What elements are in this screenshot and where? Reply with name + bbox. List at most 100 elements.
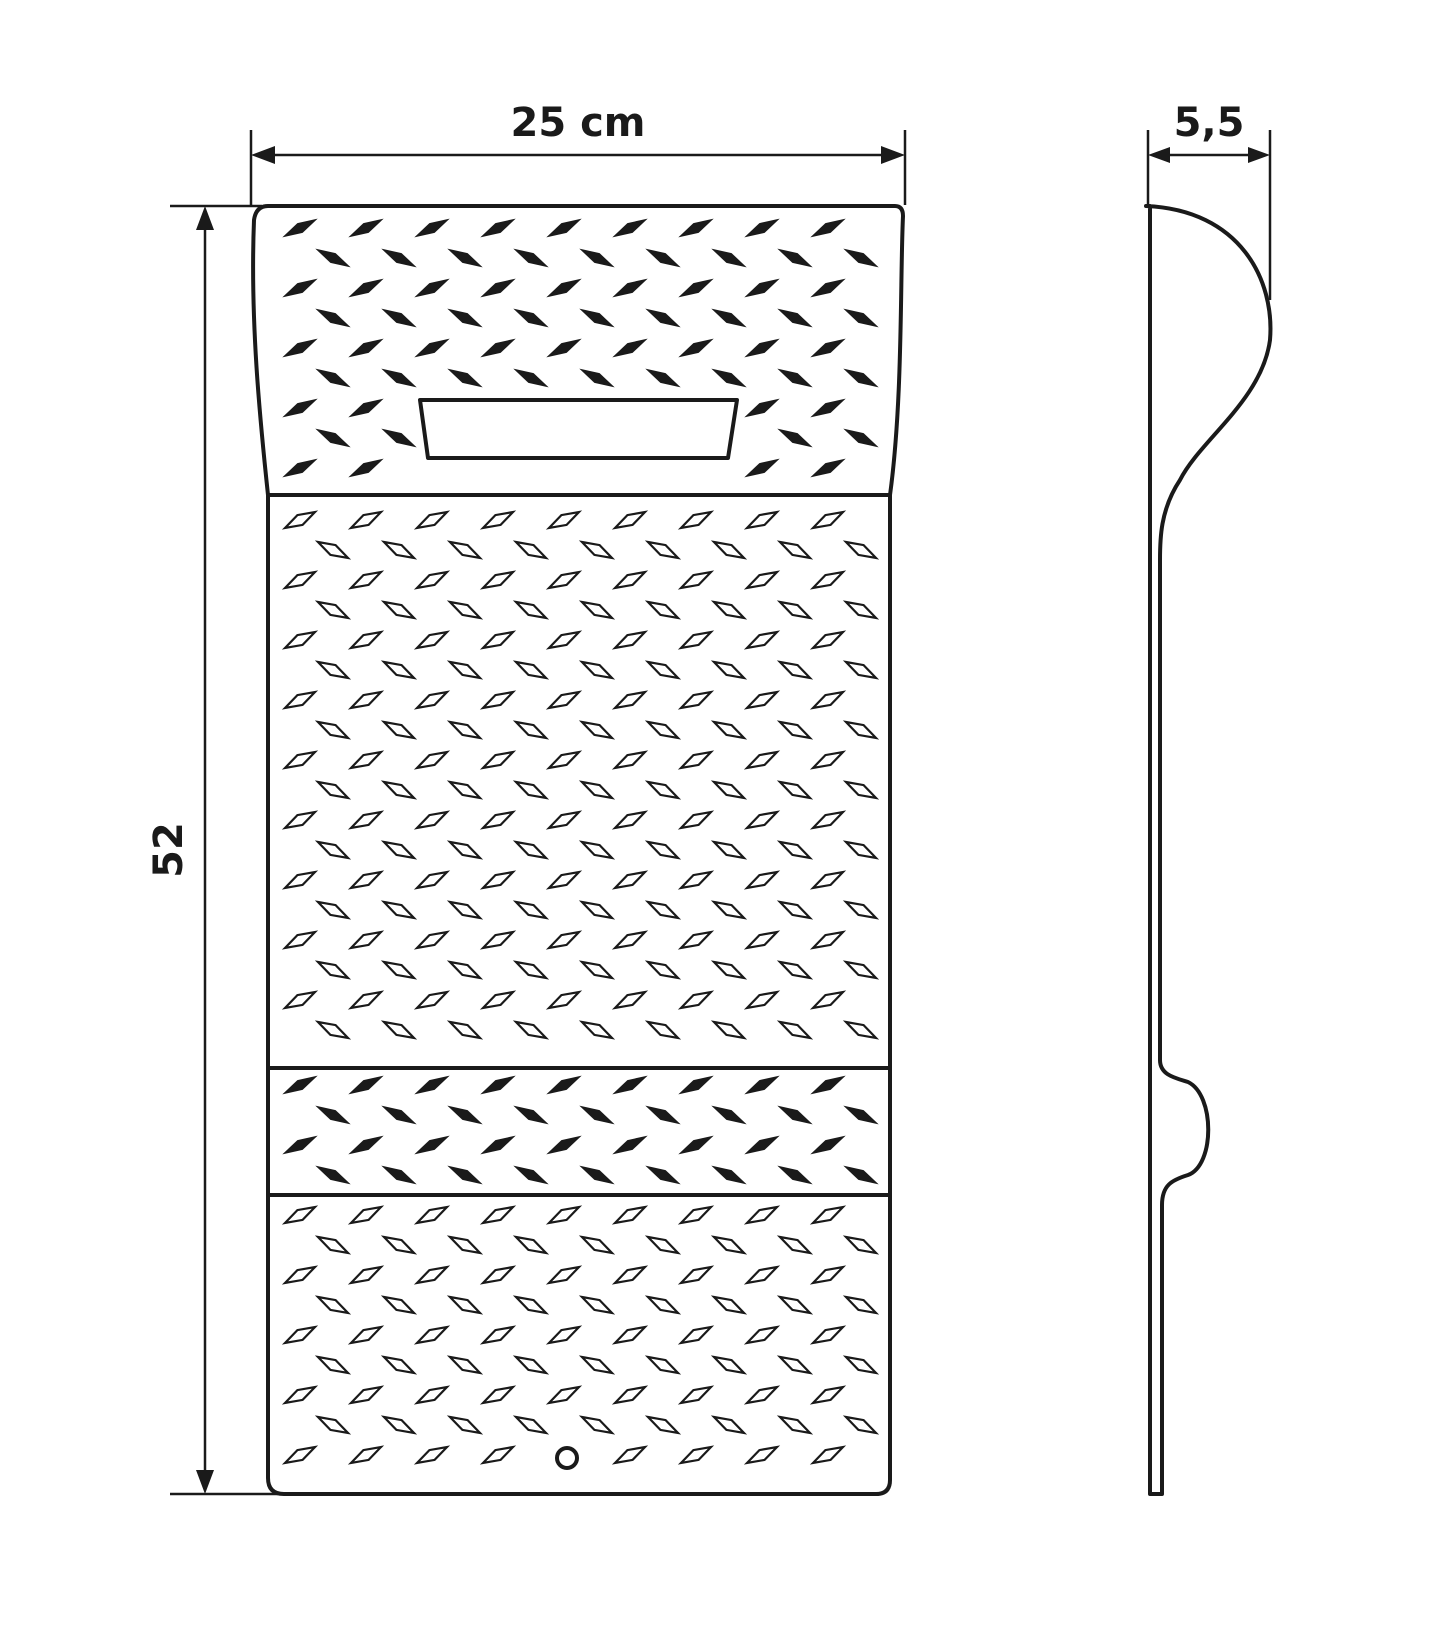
pattern-diamond bbox=[743, 1205, 781, 1225]
pattern-diamond bbox=[842, 600, 880, 620]
pattern-diamond bbox=[281, 750, 319, 770]
pattern-diamond bbox=[413, 1265, 451, 1285]
pattern-diamond bbox=[578, 660, 616, 680]
pattern-diamond bbox=[348, 218, 384, 238]
pattern-diamond bbox=[677, 1445, 715, 1465]
pattern-diamond bbox=[512, 1020, 550, 1040]
pattern-diamond bbox=[710, 1020, 748, 1040]
pattern-diamond bbox=[578, 1355, 616, 1375]
pattern-diamond bbox=[315, 428, 351, 448]
pattern-diamond bbox=[612, 338, 648, 358]
pattern-diamond bbox=[413, 750, 451, 770]
pattern-diamond bbox=[611, 510, 649, 530]
pattern-diamond bbox=[611, 570, 649, 590]
lower-rib-pattern bbox=[281, 1205, 880, 1465]
pattern-diamond bbox=[644, 660, 682, 680]
pattern-diamond bbox=[479, 570, 517, 590]
pattern-diamond bbox=[282, 218, 318, 238]
width-label: 25 cm bbox=[511, 100, 646, 146]
pattern-diamond bbox=[776, 540, 814, 560]
pattern-diamond bbox=[315, 248, 351, 268]
pattern-diamond bbox=[744, 458, 780, 478]
pattern-diamond bbox=[611, 630, 649, 650]
pattern-diamond bbox=[512, 1355, 550, 1375]
pattern-diamond bbox=[413, 1445, 451, 1465]
pattern-diamond bbox=[512, 900, 550, 920]
pattern-diamond bbox=[776, 960, 814, 980]
pattern-diamond bbox=[809, 870, 847, 890]
pattern-diamond bbox=[842, 1355, 880, 1375]
pattern-diamond bbox=[644, 1355, 682, 1375]
pattern-diamond bbox=[710, 1415, 748, 1435]
pattern-diamond bbox=[842, 1295, 880, 1315]
pattern-diamond bbox=[711, 308, 747, 328]
pattern-diamond bbox=[644, 720, 682, 740]
pattern-diamond bbox=[677, 1325, 715, 1345]
pattern-diamond bbox=[677, 1265, 715, 1285]
pattern-diamond bbox=[446, 720, 484, 740]
hang-hole bbox=[555, 1446, 579, 1470]
pattern-diamond bbox=[480, 1075, 516, 1095]
pattern-diamond bbox=[842, 960, 880, 980]
pattern-diamond bbox=[809, 690, 847, 710]
pattern-diamond bbox=[480, 1135, 516, 1155]
pattern-diamond bbox=[413, 870, 451, 890]
handle-slot bbox=[418, 398, 739, 460]
pattern-diamond bbox=[315, 1165, 351, 1185]
pattern-diamond bbox=[710, 600, 748, 620]
pattern-diamond bbox=[546, 1075, 582, 1095]
pattern-diamond bbox=[677, 630, 715, 650]
pattern-diamond bbox=[545, 930, 583, 950]
pattern-diamond bbox=[809, 1205, 847, 1225]
pattern-diamond bbox=[809, 570, 847, 590]
pattern-diamond bbox=[645, 368, 681, 388]
pattern-diamond bbox=[810, 338, 846, 358]
width-dimension: 25 cm bbox=[249, 100, 907, 205]
pattern-diamond bbox=[578, 720, 616, 740]
pattern-diamond bbox=[710, 1235, 748, 1255]
pattern-diamond bbox=[744, 338, 780, 358]
pattern-diamond bbox=[777, 1165, 813, 1185]
pattern-diamond bbox=[513, 248, 549, 268]
pattern-diamond bbox=[743, 690, 781, 710]
pattern-diamond bbox=[314, 1235, 352, 1255]
pattern-diamond bbox=[545, 1325, 583, 1345]
pattern-diamond bbox=[512, 1295, 550, 1315]
pattern-diamond bbox=[348, 278, 384, 298]
pattern-diamond bbox=[347, 570, 385, 590]
pattern-diamond bbox=[843, 248, 879, 268]
pattern-diamond bbox=[512, 1235, 550, 1255]
pattern-diamond bbox=[546, 338, 582, 358]
pattern-diamond bbox=[282, 278, 318, 298]
pattern-diamond bbox=[644, 780, 682, 800]
pattern-diamond bbox=[611, 810, 649, 830]
pattern-diamond bbox=[710, 780, 748, 800]
pattern-diamond bbox=[315, 1105, 351, 1125]
pattern-diamond bbox=[380, 540, 418, 560]
pattern-diamond bbox=[414, 1075, 450, 1095]
pattern-diamond bbox=[578, 540, 616, 560]
pattern-diamond bbox=[281, 630, 319, 650]
pattern-diamond bbox=[479, 630, 517, 650]
pattern-diamond bbox=[347, 930, 385, 950]
depth-dimension: 5,5 bbox=[1146, 100, 1272, 300]
depth-arrow-right bbox=[1248, 147, 1270, 163]
pattern-diamond bbox=[611, 990, 649, 1010]
pattern-diamond bbox=[579, 1105, 615, 1125]
pattern-diamond bbox=[512, 600, 550, 620]
pattern-diamond bbox=[347, 870, 385, 890]
pattern-diamond bbox=[479, 1445, 517, 1465]
pattern-diamond bbox=[446, 960, 484, 980]
pattern-diamond bbox=[578, 1235, 616, 1255]
pattern-diamond bbox=[611, 1325, 649, 1345]
pattern-diamond bbox=[347, 990, 385, 1010]
pattern-diamond bbox=[479, 1385, 517, 1405]
pattern-diamond bbox=[644, 1295, 682, 1315]
pattern-diamond bbox=[776, 1415, 814, 1435]
pattern-diamond bbox=[809, 1445, 847, 1465]
depth-label: 5,5 bbox=[1174, 100, 1245, 146]
pattern-diamond bbox=[611, 870, 649, 890]
pattern-diamond bbox=[282, 458, 318, 478]
pattern-diamond bbox=[446, 660, 484, 680]
pattern-diamond bbox=[677, 1385, 715, 1405]
